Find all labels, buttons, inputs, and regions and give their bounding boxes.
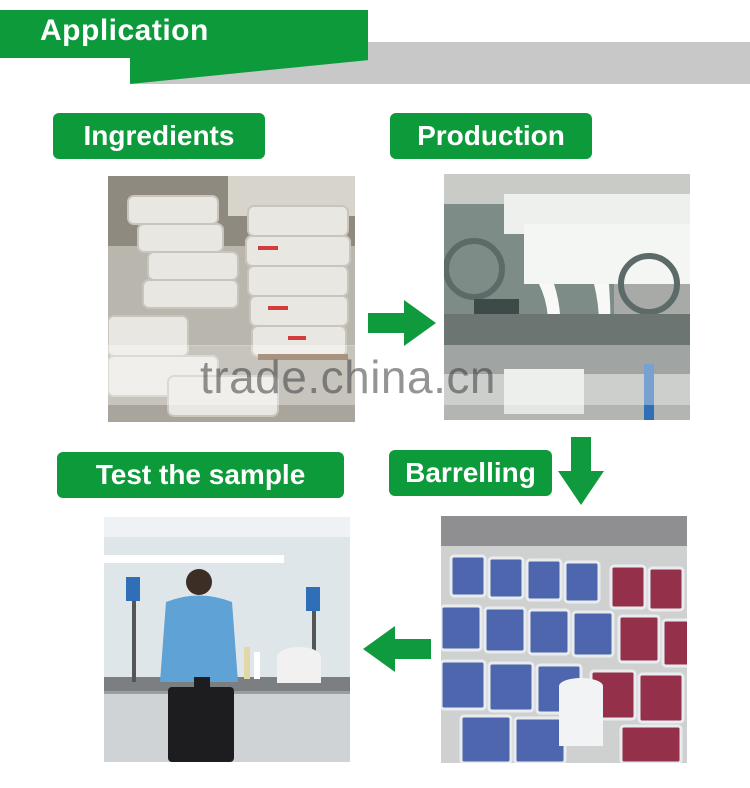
header-green-bar [0,10,368,58]
page-title: Application [40,14,209,47]
photo-ingredients [108,176,355,422]
photo-production [444,174,690,420]
arrow-left-icon [363,626,431,672]
arrow-right-icon [368,300,436,346]
photo-test-the-sample [104,517,350,762]
badge-ingredients: Ingredients [53,113,265,159]
photo-barrelling [441,516,687,763]
badge-test-the-sample: Test the sample [57,452,344,498]
watermark-band [105,345,695,405]
watermark-text: trade.china.cn [200,351,496,403]
arrow-down-icon [558,437,604,505]
badge-barrelling: Barrelling [389,450,552,496]
badge-production: Production [390,113,592,159]
